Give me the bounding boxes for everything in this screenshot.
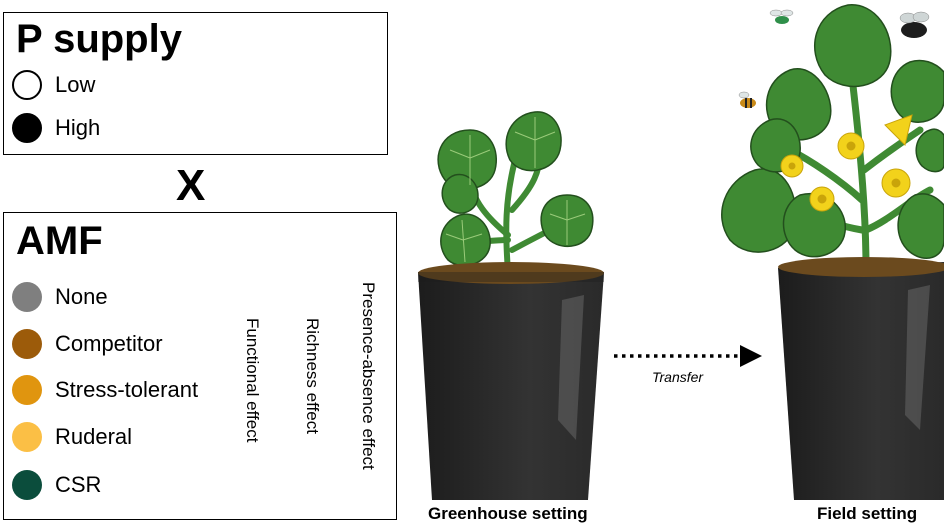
field-flower-2: [881, 168, 911, 198]
amf-csr-label: CSR: [55, 472, 102, 497]
greenhouse-pot: [418, 262, 604, 500]
field-caption: Field setting: [817, 504, 918, 523]
amf-treatment-csr: CSR: [12, 470, 101, 500]
amf-none-swatch: [12, 282, 42, 312]
greenhouse-leaves: [437, 111, 594, 267]
functional-effect-label: Functional effect: [243, 318, 262, 443]
amf-legend: AMF None Competitor Stress-tolerant Rude…: [3, 212, 397, 520]
greenhouse-caption: Greenhouse setting: [428, 504, 588, 523]
amf-stress-tolerant-swatch: [12, 375, 42, 405]
greenhouse-leaf-veins: [445, 117, 586, 263]
transfer-arrow: [614, 345, 762, 367]
p-supply-legend: P supply Low High: [3, 12, 388, 155]
amf-competitor-label: Competitor: [55, 331, 163, 356]
amf-treatment-ruderal: Ruderal: [12, 422, 132, 452]
insect-green-fly: [769, 9, 794, 24]
transfer-label: Transfer: [652, 369, 704, 385]
field-plant: [721, 4, 944, 272]
presence-absence-effect-label: Presence-absence effect: [359, 282, 378, 470]
field-flower-5: [884, 114, 913, 146]
amf-competitor-swatch: [12, 329, 42, 359]
p-supply-level-low: Low: [12, 70, 95, 100]
field-flower-3: [809, 186, 835, 212]
greenhouse-plant: [437, 111, 594, 275]
amf-none-label: None: [55, 284, 108, 309]
amf-treatment-none: None: [12, 282, 108, 312]
amf-treatment-stress-tolerant: Stress-tolerant: [12, 375, 198, 405]
amf-csr-swatch: [12, 470, 42, 500]
p-level-high-label: High: [55, 115, 101, 140]
p-supply-title: P supply: [16, 17, 182, 61]
cross-symbol: X: [176, 161, 206, 210]
p-level-low-swatch: [12, 70, 42, 100]
richness-effect-label: Richness effect: [303, 318, 322, 434]
field-flower-4: [780, 154, 804, 178]
p-level-low-label: Low: [55, 72, 96, 97]
field-flowers: [780, 114, 913, 212]
field-leaves: [721, 4, 944, 259]
amf-ruderal-swatch: [12, 422, 42, 452]
insect-black-bee: [899, 11, 930, 38]
amf-title: AMF: [16, 219, 103, 263]
p-supply-level-high: High: [12, 113, 100, 143]
insect-honeybee: [738, 91, 756, 108]
amf-stress-tolerant-label: Stress-tolerant: [55, 377, 199, 402]
amf-ruderal-label: Ruderal: [55, 424, 133, 449]
field-flower-1: [837, 132, 865, 160]
amf-treatment-competitor: Competitor: [12, 329, 163, 359]
p-level-high-swatch: [12, 113, 42, 143]
field-pot: [778, 257, 944, 500]
